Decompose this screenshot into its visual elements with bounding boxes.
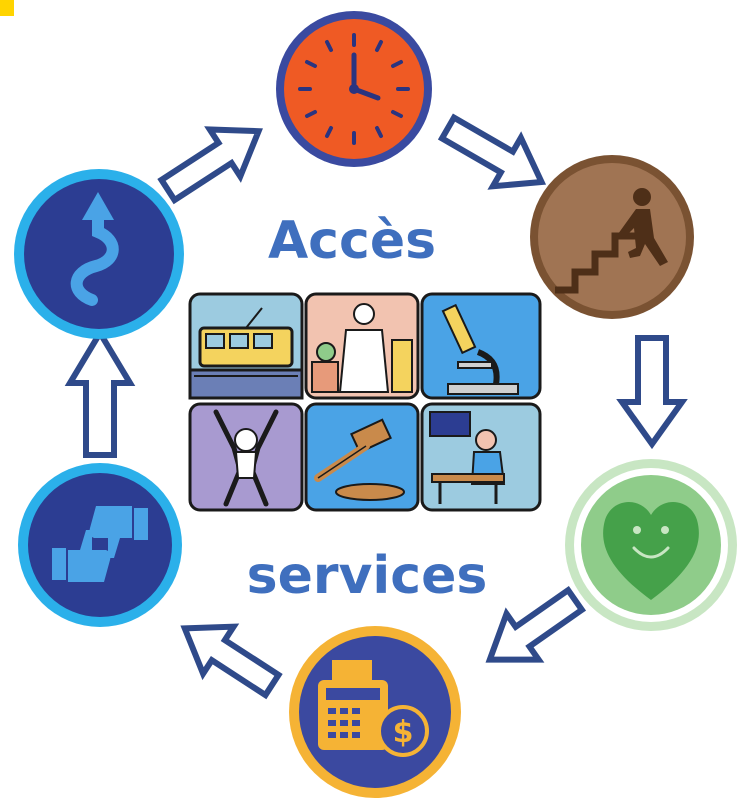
arrow-clock-to-stairs — [437, 113, 547, 190]
title-bottom: services — [247, 546, 488, 606]
svg-text:$: $ — [393, 715, 414, 750]
payment-terminal-dollar-icon: $ — [318, 660, 429, 757]
payment-node: $ — [289, 626, 461, 798]
arrow-heart-to-payment — [485, 585, 587, 663]
arrow-path-to-clock — [157, 126, 263, 205]
tram-icon — [188, 292, 304, 400]
thumbs-up-down-icon — [52, 506, 148, 582]
arrow-stairs-to-heart — [616, 335, 688, 450]
title-top: Accès — [268, 211, 436, 271]
person-climbing-stairs-icon — [555, 188, 668, 294]
student-at-desk-icon — [420, 402, 542, 512]
clock-node — [276, 11, 432, 167]
winding-path-arrow-icon — [70, 192, 119, 306]
doctor-icon — [304, 292, 420, 400]
person-raising-arms-icon — [188, 402, 304, 512]
microscope-icon — [420, 292, 542, 400]
smiling-heart-icon — [603, 502, 699, 600]
heart-node — [565, 459, 737, 631]
arrow-payment-to-thumbs — [180, 623, 283, 700]
clock-icon — [298, 33, 410, 145]
thumbs-node — [18, 463, 182, 627]
stairs-node — [530, 155, 694, 319]
corner-accent — [0, 0, 14, 16]
arrow-thumbs-to-path — [64, 327, 136, 458]
center-illustration-grid — [186, 290, 544, 514]
gavel-icon — [304, 402, 420, 512]
path-node — [14, 169, 184, 339]
